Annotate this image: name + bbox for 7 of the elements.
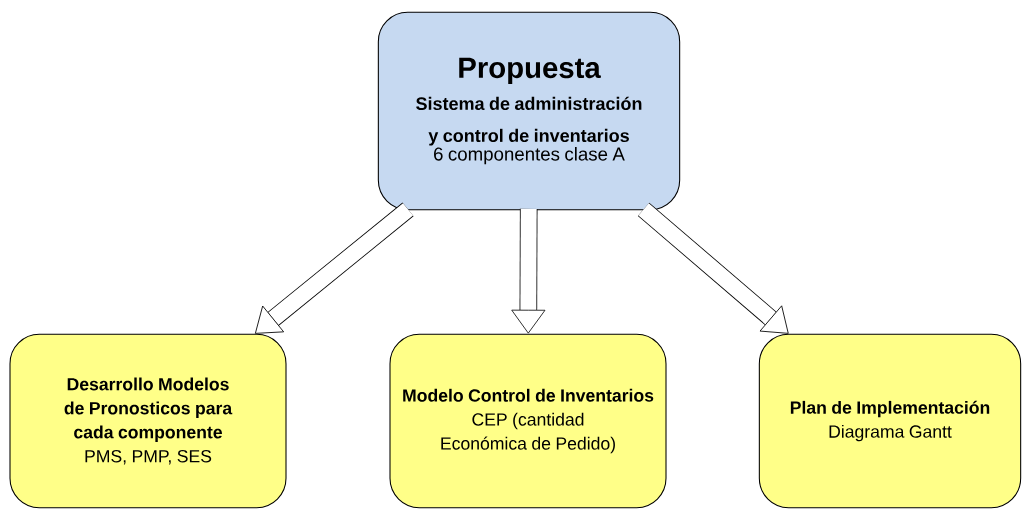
block-arrow — [637, 202, 789, 334]
task-box: Plan de Implementación Diagrama Gantt — [758, 333, 1022, 509]
block-arrow — [511, 208, 546, 334]
block-arrow — [254, 202, 414, 334]
task-box: Desarrollo Modelos de Pronosticos para cada componente PMS, PMP, SES — [9, 333, 287, 509]
task-box: Modelo Control de Inventarios CEP (cantidad Económica de Pedido) — [389, 333, 667, 509]
proposal-box: Propuesta Sistema de administración y control de inventarios 6 componentes clase A — [377, 11, 681, 211]
